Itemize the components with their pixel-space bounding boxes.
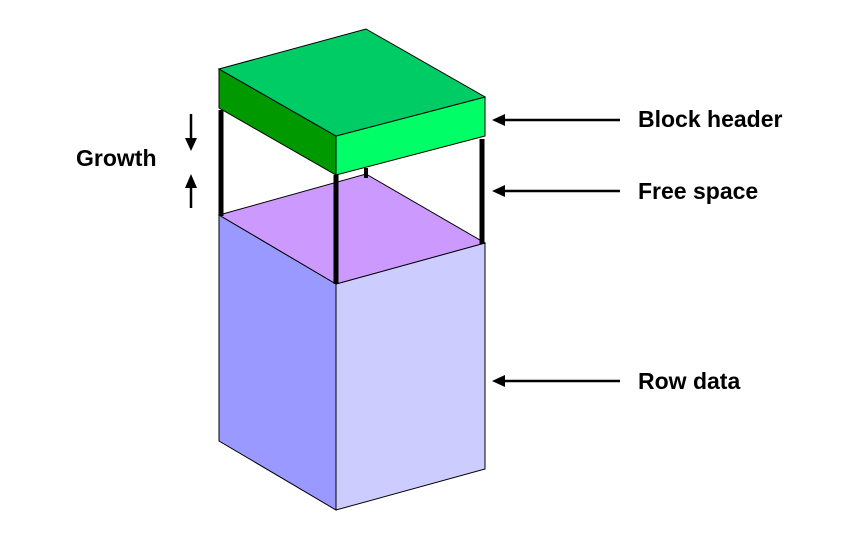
row-data-right-face <box>335 242 486 511</box>
block-header-pointer-arrow <box>492 114 620 126</box>
growth-label: Growth <box>76 145 157 171</box>
free-space-label: Free space <box>638 178 758 204</box>
block-header-top-face <box>217 28 487 137</box>
block-header-label: Block header <box>638 106 782 132</box>
free-space-surface <box>217 173 487 285</box>
row-data-label: Row data <box>638 368 740 394</box>
growth-up-arrow <box>185 174 197 208</box>
growth-down-arrow <box>185 114 197 151</box>
free-space-pointer-arrow <box>492 185 620 197</box>
row-data-pointer-arrow <box>492 375 620 387</box>
